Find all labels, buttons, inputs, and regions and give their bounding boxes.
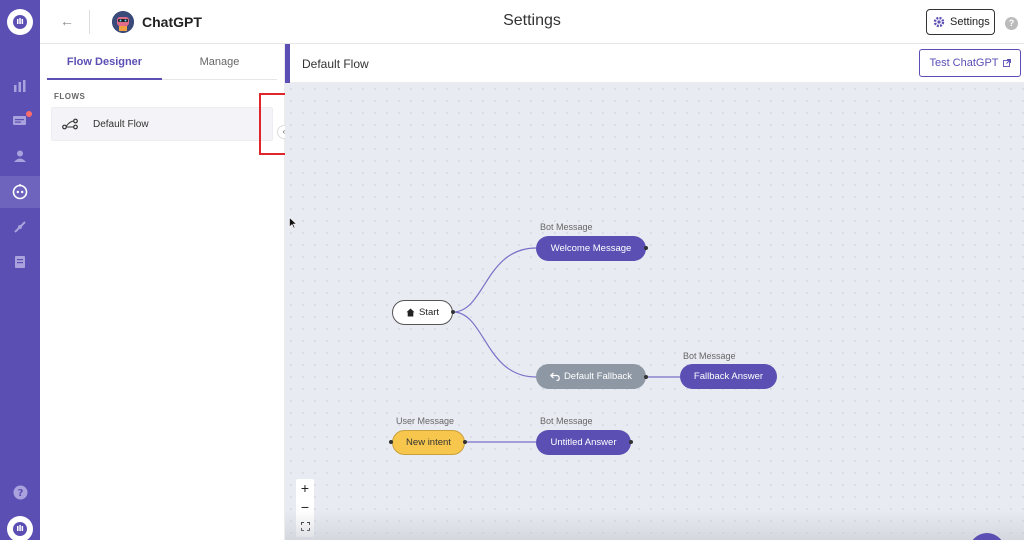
node-type-label: Bot Message [540, 222, 593, 232]
test-bot-label: Test ChatGPT [929, 57, 999, 69]
top-bar: ← ChatGPT Settings Settings ? [40, 0, 1024, 44]
node-type-label: Bot Message [540, 416, 593, 426]
node-new-intent[interactable]: New intent [392, 430, 465, 455]
flow-title: Default Flow [302, 57, 369, 71]
mouse-cursor-icon [289, 217, 297, 229]
panel-tabs: Flow Designer Manage [47, 44, 277, 80]
question-circle-icon[interactable]: ? [1005, 17, 1018, 30]
zoom-out-button[interactable]: − [300, 499, 310, 515]
node-label-text: Fallback Answer [693, 371, 764, 382]
chat-launcher-bubble[interactable] [969, 533, 1005, 540]
zoom-in-button[interactable]: + [300, 480, 310, 496]
node-default-fallback[interactable]: Default Fallback [536, 364, 646, 389]
chat-logo-icon [13, 15, 27, 29]
user-avatar-logo[interactable] [7, 516, 33, 540]
tab-manage[interactable]: Manage [199, 56, 240, 68]
topbar-divider [89, 10, 90, 34]
settings-button[interactable]: Settings [926, 9, 995, 35]
connector-start-fallback [452, 311, 537, 378]
nav-reports-icon[interactable] [10, 76, 30, 96]
node-fallback-answer[interactable]: Fallback Answer [680, 364, 777, 389]
nav-integrations-icon[interactable] [10, 217, 30, 237]
fullscreen-icon [300, 522, 310, 531]
node-port[interactable] [644, 375, 648, 379]
node-label-text: Start [418, 307, 440, 318]
settings-button-label: Settings [950, 16, 990, 28]
flow-icon [62, 118, 78, 130]
node-connectors [452, 247, 680, 443]
test-bot-button[interactable]: Test ChatGPT [919, 49, 1021, 77]
svg-text:?: ? [17, 488, 23, 499]
gear-icon [933, 16, 945, 28]
flows-section-label: FLOWS [54, 92, 86, 101]
external-link-icon [1002, 59, 1011, 67]
node-type-label: Bot Message [683, 351, 736, 361]
node-label-text: Untitled Answer [550, 437, 617, 448]
back-arrow-icon[interactable]: ← [60, 13, 74, 29]
flow-item-default-flow[interactable]: Default Flow [51, 107, 273, 141]
node-port[interactable] [629, 440, 633, 444]
app-logo[interactable] [7, 9, 33, 35]
node-port[interactable] [451, 310, 455, 314]
flows-panel: Flow Designer Manage FLOWS Default Flow [40, 44, 285, 540]
node-welcome-message[interactable]: Welcome Message [536, 236, 646, 261]
node-port[interactable] [463, 440, 467, 444]
fit-view-button[interactable] [296, 517, 314, 536]
node-port[interactable] [389, 440, 393, 444]
home-icon [406, 308, 415, 317]
flow-item-label: Default Flow [93, 118, 149, 130]
tab-flow-designer[interactable]: Flow Designer [47, 44, 162, 80]
node-label-text: New intent [406, 437, 451, 448]
node-port[interactable] [644, 246, 648, 250]
node-start[interactable]: Start [392, 300, 453, 325]
node-untitled-answer[interactable]: Untitled Answer [536, 430, 631, 455]
flow-canvas[interactable]: Bot Message Welcome Message Start Defaul… [285, 83, 1024, 540]
nav-help-icon[interactable]: ? [10, 482, 30, 502]
node-label-text: Default Fallback [563, 371, 633, 382]
left-nav-rail: ? [0, 0, 40, 540]
nav-conversations-icon[interactable] [10, 111, 32, 131]
bot-name: ChatGPT [142, 14, 202, 30]
undo-icon [549, 372, 560, 381]
nav-knowledge-base-icon[interactable] [10, 252, 30, 272]
connector-start-welcome [452, 247, 537, 313]
notification-dot [26, 111, 32, 117]
nav-bot-icon[interactable] [0, 176, 40, 208]
node-label-text: Welcome Message [550, 243, 632, 254]
zoom-controls: + − [296, 479, 314, 537]
nav-contacts-icon[interactable] [10, 146, 30, 166]
bot-avatar [112, 11, 134, 33]
flow-header: Default Flow Test ChatGPT [285, 44, 1024, 83]
node-type-label: User Message [396, 416, 455, 426]
